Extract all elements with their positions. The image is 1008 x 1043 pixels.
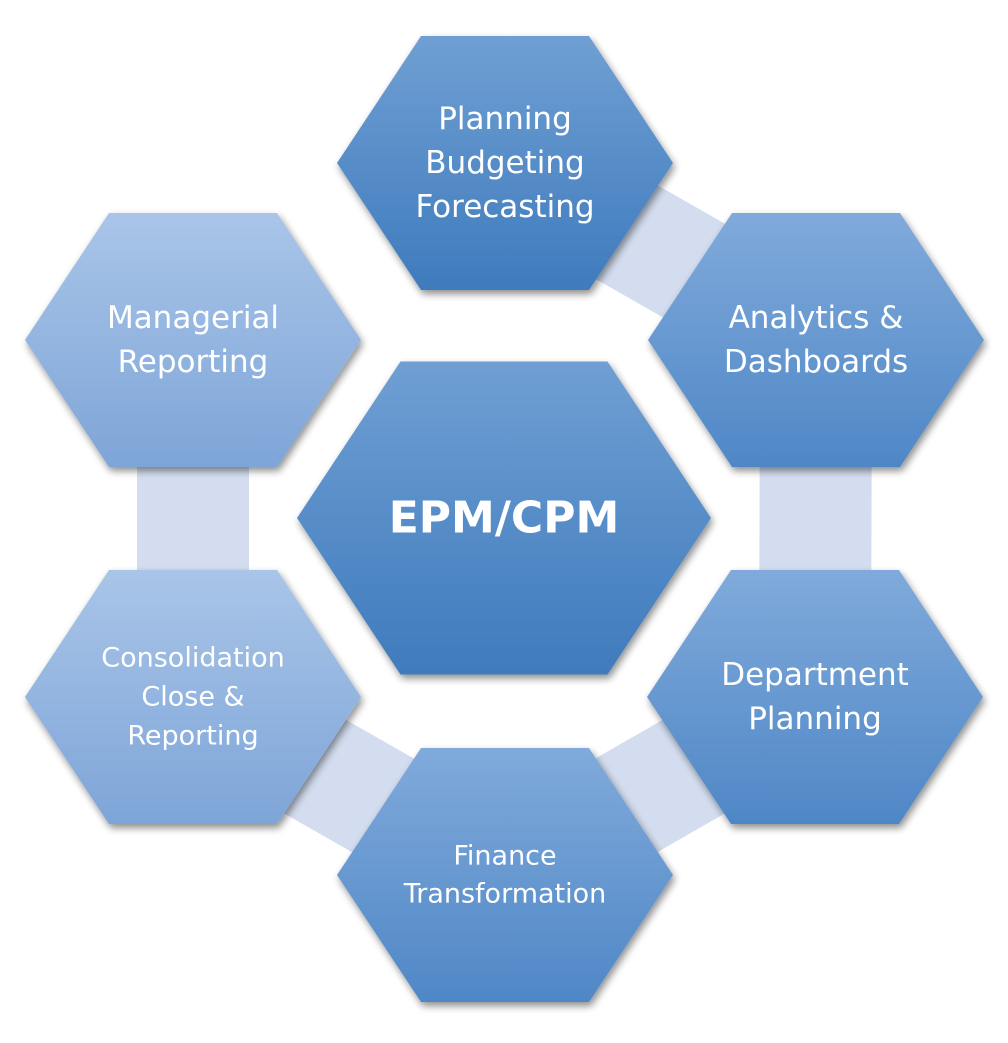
hexagon-analytics: Analytics & Dashboards	[648, 213, 984, 467]
hexagon-label-consolidation-line-2: Close &	[141, 682, 244, 713]
hexagon-label-department-line-2: Planning	[748, 701, 882, 737]
hexagon-shape-managerial	[25, 213, 361, 467]
hexagon-label-planning-line-3: Forecasting	[415, 189, 594, 225]
hexagon-label-consolidation-line-1: Consolidation	[101, 643, 284, 674]
hexagon-shape-analytics	[648, 213, 984, 467]
hexagon-label-finance-line-1: Finance	[453, 841, 556, 872]
hexagon-label-managerial-line-2: Reporting	[118, 344, 269, 380]
hexagon-shape-planning	[337, 36, 673, 290]
hexagon-label-planning-line-2: Budgeting	[425, 145, 584, 181]
hexagon-shape-consolidation	[25, 570, 361, 824]
hexagon-label-department-line-1: Department	[721, 657, 909, 693]
hexagon-center: EPM/CPM	[297, 361, 711, 675]
hexagon-shape-center	[297, 361, 711, 675]
hexagon-label-consolidation-line-3: Reporting	[127, 721, 258, 752]
hexagon-label-analytics-line-2: Dashboards	[724, 344, 908, 380]
hexagon-label-planning-line-1: Planning	[438, 101, 572, 137]
hexagon-label-center-line-1: EPM/CPM	[389, 493, 619, 544]
hexagon-label-finance-line-2: Transformation	[403, 879, 607, 910]
hexagon-label-managerial-line-1: Managerial	[107, 300, 279, 336]
hexagon-label-analytics-line-1: Analytics &	[729, 300, 904, 336]
hexagon-shape-finance	[337, 748, 673, 1002]
hexagon-shape-department	[647, 570, 983, 824]
